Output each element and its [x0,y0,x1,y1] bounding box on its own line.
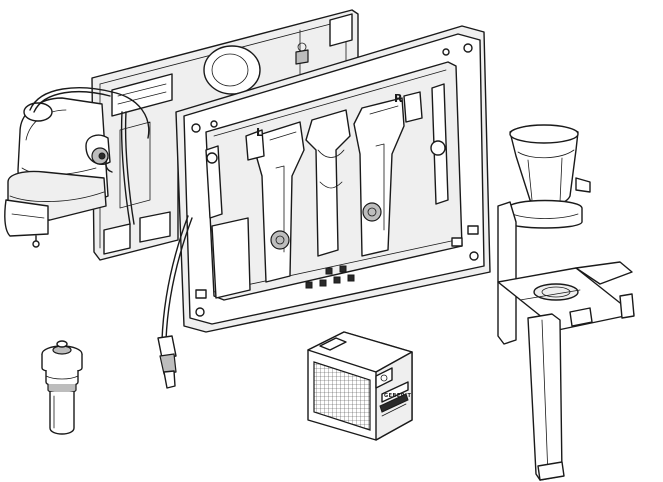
front-actuator-frame: L R [175,25,491,333]
back-mounting-frame [91,9,359,261]
center-linkage [305,109,351,257]
module-brand-label: GEBERIT [384,393,411,399]
hanging-cable [157,215,193,389]
filter-cartridge: GEBERIT [307,331,413,441]
left-actuator-lever [245,121,305,283]
right-actuator-lever [353,91,423,257]
cable-loop [29,87,150,225]
frame-side-clips [205,83,449,299]
siphon-stand [497,124,635,481]
frame-screw-holes [191,43,479,317]
flush-valve-drum [4,97,113,248]
stand-bracket [497,201,635,345]
left-lever-label: L [256,126,263,139]
stand-post [527,313,565,481]
right-lever-label: R [394,92,403,105]
siphon-cup [507,124,591,229]
bottom-connector-row [305,265,355,289]
connector-fitting [41,340,83,435]
